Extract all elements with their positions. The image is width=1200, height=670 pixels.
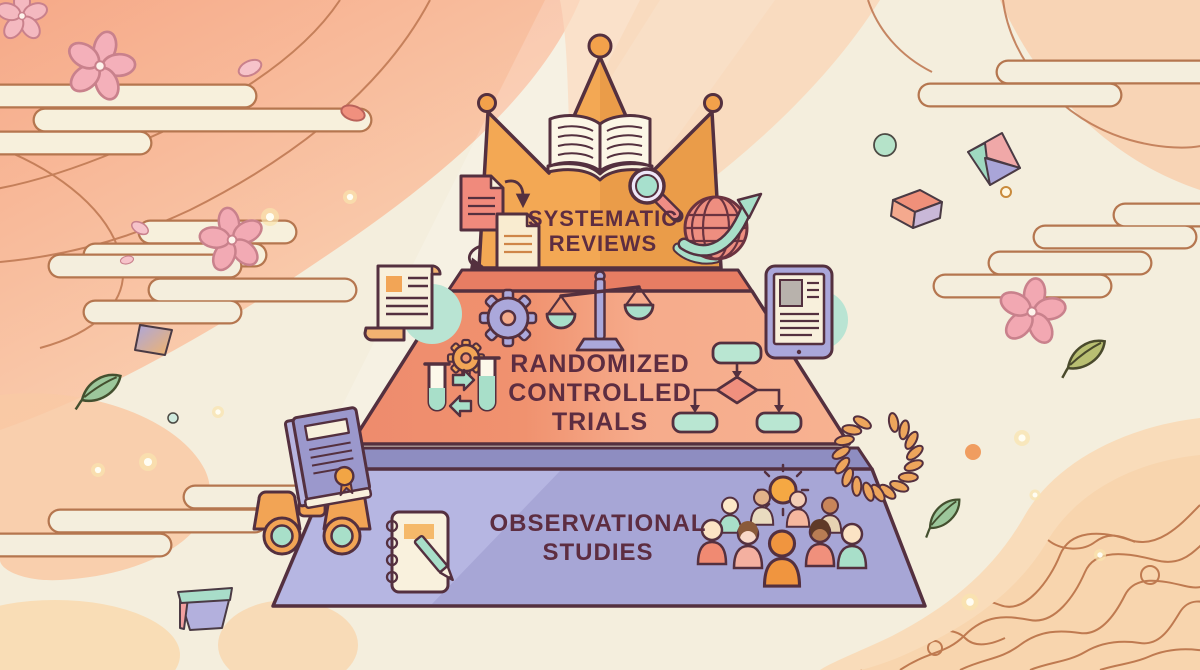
tier1-label-line1: SYSTEMATIC [528,206,678,231]
tier3-top-band [329,446,874,471]
gem-pyramid [967,132,1021,186]
tier2-label-line3: TRIALS [552,408,648,436]
flowchart-icon [671,341,803,434]
pencil [413,534,454,582]
tablet-icon [764,264,848,360]
people-group-icon [696,488,868,588]
gear-small [446,338,486,378]
arrow-left [448,394,473,418]
document-red [459,174,505,232]
tier-systematic-reviews: SYSTEMATIC REVIEWS [459,33,763,275]
arrow-right [451,368,476,392]
tier-randomized-controlled-trials: RANDOMIZED CONTROLLED TRIALS [349,264,851,446]
gears-icon [446,288,538,378]
tier3-label-line2: STUDIES [542,539,653,566]
tier2-label-line2: CONTROLLED [508,379,692,407]
gem-shapes [134,132,1021,631]
sun-icon [756,463,810,517]
balance-scale-icon [545,270,655,352]
magnifier-icon [628,167,684,223]
scroll-icon [363,264,462,344]
sparkles [91,133,1106,611]
gem-trapezoid [134,324,173,356]
globe-growth-icon [672,192,763,265]
tier1-label-line2: REVIEWS [549,231,657,256]
gear-large [478,288,538,348]
cup-shape [177,587,233,631]
tier3-label-line1: OBSERVATIONAL [489,510,706,537]
document-cream [495,212,541,270]
book-award-icon [283,406,373,509]
notebook-pencil-icon [385,510,454,594]
tier2-label-line1: RANDOMIZED [510,350,689,378]
test-tubes-icon [423,356,501,418]
open-book-icon [546,114,654,182]
gem-cube [890,189,943,229]
document-cycle-icon [459,174,541,275]
